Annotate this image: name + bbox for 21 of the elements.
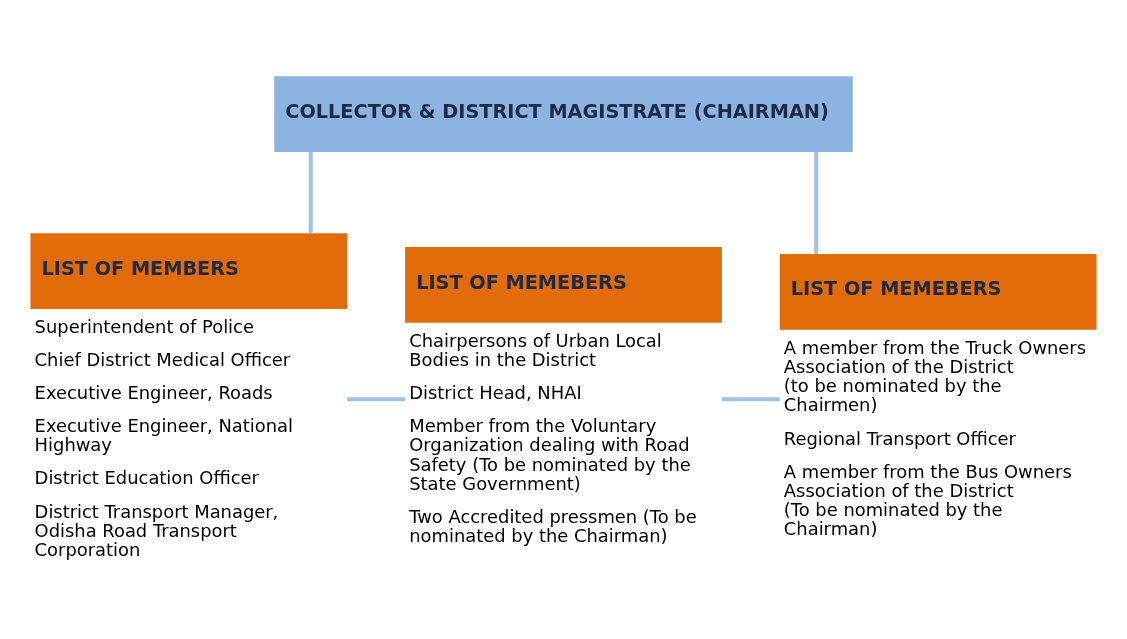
node-box: LIST OF MEMEBERS bbox=[405, 246, 722, 323]
node-label: Regional Transport Officer bbox=[783, 427, 1016, 449]
node-label: Executive Engineer, Roads bbox=[34, 381, 273, 403]
node-label: District Head, NHAI bbox=[409, 381, 582, 403]
node-label: District Transport Manager, Odisha Road Transport Corporation bbox=[34, 500, 279, 560]
connector bbox=[814, 151, 819, 254]
node-label: Member from the Voluntary Organization dealing with Road Safety (To be nominated by the State Government) bbox=[409, 414, 691, 494]
node-label: Two Accredited pressmen (To be nominated by the Chairman) bbox=[409, 505, 697, 546]
connector bbox=[308, 151, 313, 233]
node-label: Executive Engineer, National Highway bbox=[34, 414, 294, 455]
node-label: Superintendent of Police bbox=[34, 315, 254, 337]
node-box: LIST OF MEMEBERS bbox=[779, 253, 1097, 330]
connector bbox=[721, 396, 780, 401]
node-box: COLLECTOR & DISTRICT MAGISTRATE (CHAIRMAN) bbox=[274, 75, 853, 152]
node-box: LIST OF MEMBERS bbox=[30, 232, 348, 309]
node-label: Chairpersons of Urban Local Bodies in the District bbox=[409, 329, 662, 370]
node-label: Chief District Medical Officer bbox=[34, 348, 291, 370]
node-label: A member from the Bus Owners Association of the District (To be nominated by the Chairman) bbox=[783, 460, 1072, 539]
node-label: A member from the Truck Owners Association of the District (to be nominated by the Chairmen) bbox=[783, 336, 1087, 415]
connector bbox=[347, 396, 406, 401]
node-label: District Education Officer bbox=[34, 466, 259, 488]
